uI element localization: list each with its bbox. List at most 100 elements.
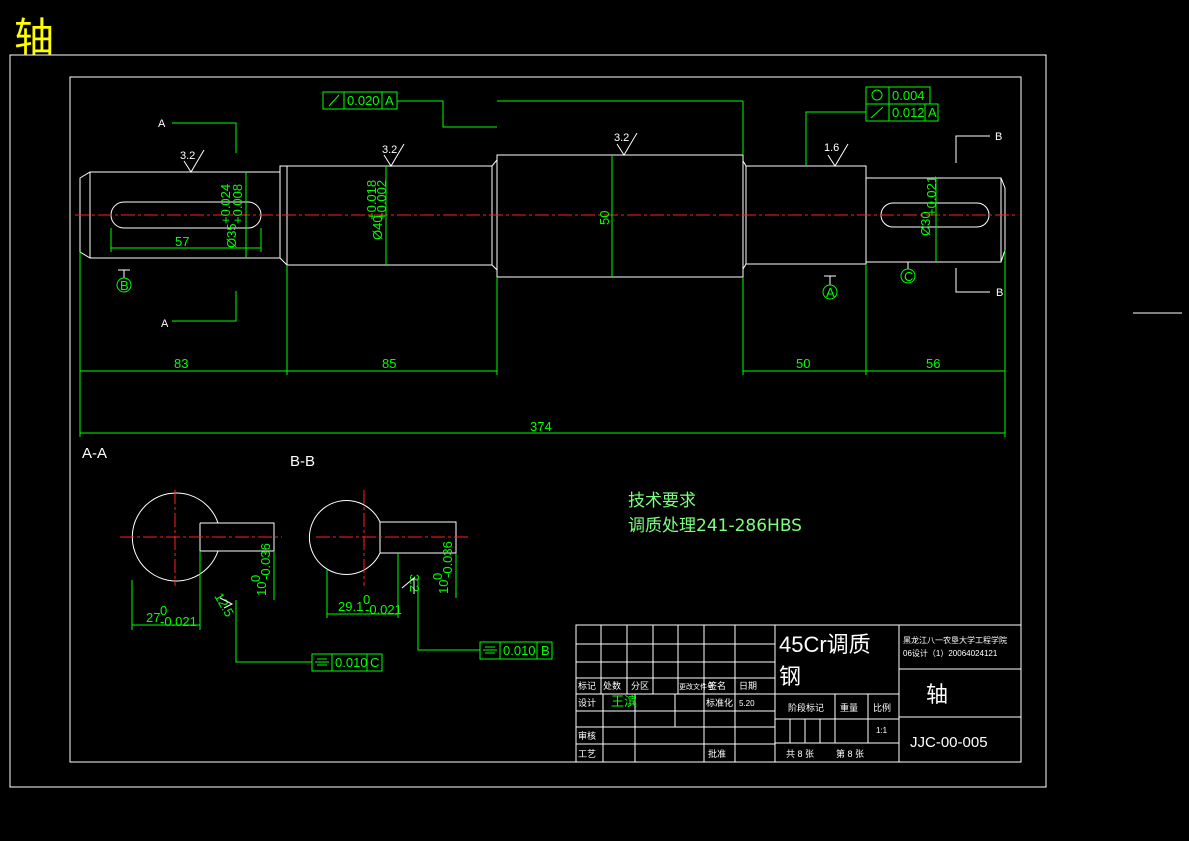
outer-border xyxy=(9,54,1047,788)
svg-text:57: 57 xyxy=(175,234,189,249)
svg-text:更改文件号: 更改文件号 xyxy=(679,682,714,691)
symmetry-frame-aa: 0.010 C xyxy=(311,653,383,672)
svg-text:B: B xyxy=(120,278,129,293)
tolerance-frames-right: 0.004 0.012 A xyxy=(805,86,939,166)
svg-text:1.6: 1.6 xyxy=(824,142,839,154)
svg-text:0: 0 xyxy=(430,573,445,580)
svg-text:阶段标记: 阶段标记 xyxy=(788,702,824,713)
dim-374: 374 xyxy=(530,419,552,434)
svg-text:+0.008: +0.008 xyxy=(230,184,245,224)
svg-text:日期: 日期 xyxy=(739,681,757,691)
dim-83: 83 xyxy=(174,356,188,371)
svg-text:3.2: 3.2 xyxy=(614,132,629,144)
dim-dia-40: Ø40 +0.018 +0.002 xyxy=(364,166,389,265)
section-aa-view: 27 0 -0.021 10 0 -0.036 12.5 xyxy=(120,490,312,663)
section-cut-aa: A A xyxy=(158,118,237,330)
material-label: 45Cr调质 xyxy=(779,632,871,657)
datum-a-symbol: A xyxy=(822,275,838,300)
svg-text:1:1: 1:1 xyxy=(876,726,888,735)
svg-text:-0.021: -0.021 xyxy=(365,602,402,617)
inner-border xyxy=(69,76,1022,763)
length-dimensions: 83 85 50 56 374 xyxy=(79,250,1006,437)
svg-text:分区: 分区 xyxy=(631,681,649,691)
svg-text:-0.036: -0.036 xyxy=(440,541,455,578)
dim-dia-50: 50 xyxy=(597,155,613,277)
svg-text:比例: 比例 xyxy=(873,702,891,713)
material-label-2: 钢 xyxy=(779,664,801,689)
dim-85: 85 xyxy=(382,356,396,371)
svg-text:B: B xyxy=(541,643,550,658)
svg-text:0.010: 0.010 xyxy=(335,655,368,670)
svg-text:29.1: 29.1 xyxy=(338,599,363,614)
svg-text:-0.021: -0.021 xyxy=(160,614,197,629)
svg-text:重量: 重量 xyxy=(840,702,858,713)
svg-text:12.5: 12.5 xyxy=(211,590,237,619)
section-cut-bb: B B xyxy=(955,131,1003,299)
svg-text:10: 10 xyxy=(254,582,269,596)
svg-text:+0.024: +0.024 xyxy=(218,184,233,224)
section-bb-view: 29.1 0 -0.021 10 0 -0.036 3.2 xyxy=(308,490,480,651)
svg-text:处数: 处数 xyxy=(603,680,621,691)
svg-text:0: 0 xyxy=(248,575,263,582)
roughness-symbol-1: 3.2 xyxy=(180,149,205,173)
dim-dia-35: Ø35 +0.024 +0.008 xyxy=(218,172,247,258)
svg-text:设计: 设计 xyxy=(578,697,596,708)
symmetry-frame-bb: 0.010 B xyxy=(479,641,553,660)
svg-text:A: A xyxy=(826,285,835,300)
section-mark-a-bottom: A xyxy=(161,318,169,330)
runout-frame-top: 0.020 A xyxy=(322,91,744,155)
tech-requirements-line1: 调质处理241-286HBS xyxy=(628,516,802,536)
drawing-number: JJC-00-005 xyxy=(910,734,988,751)
svg-text:C: C xyxy=(370,655,379,670)
dim-dia-30: Ø30 +0.021 xyxy=(918,176,939,262)
svg-text:27: 27 xyxy=(146,610,160,625)
svg-text:签名: 签名 xyxy=(708,680,726,691)
svg-text:-0.036: -0.036 xyxy=(258,543,273,580)
svg-text:0.010: 0.010 xyxy=(503,643,536,658)
section-label-aa: A-A xyxy=(82,445,107,462)
svg-text:王滨: 王滨 xyxy=(611,694,637,709)
dim-keyway-57: 57 xyxy=(110,228,262,252)
svg-text:Ø30: Ø30 xyxy=(918,211,933,236)
svg-text:5.20: 5.20 xyxy=(739,699,755,708)
svg-text:50: 50 xyxy=(597,211,612,225)
datum-c-symbol: C xyxy=(900,261,916,284)
svg-text:审核: 审核 xyxy=(578,730,596,741)
svg-text:0: 0 xyxy=(363,592,370,607)
section-mark-b-top: B xyxy=(995,131,1002,143)
svg-text:0.020: 0.020 xyxy=(347,93,380,108)
svg-text:0.004: 0.004 xyxy=(892,88,925,103)
svg-text:0: 0 xyxy=(160,603,167,618)
dim-50: 50 xyxy=(796,356,810,371)
datum-b-symbol: B xyxy=(116,269,132,293)
dim-56: 56 xyxy=(926,356,940,371)
svg-text:A: A xyxy=(385,93,394,108)
roughness-symbol-4: 1.6 xyxy=(824,142,849,167)
svg-text:3.2: 3.2 xyxy=(180,150,195,162)
svg-text:共 8 张: 共 8 张 xyxy=(786,749,814,759)
section-mark-b-bottom: B xyxy=(996,287,1003,299)
drawing-title: 轴 xyxy=(14,15,54,61)
part-name: 轴 xyxy=(926,682,948,707)
svg-text:+0.002: +0.002 xyxy=(374,180,389,220)
svg-text:0.012: 0.012 xyxy=(892,105,925,120)
svg-text:C: C xyxy=(904,269,913,284)
section-mark-a-top: A xyxy=(158,118,166,130)
svg-text:A: A xyxy=(928,105,937,120)
svg-text:第 8 张: 第 8 张 xyxy=(836,748,864,759)
svg-text:标记: 标记 xyxy=(578,680,596,691)
svg-text:Ø35: Ø35 xyxy=(224,223,239,248)
school-label: 黑龙江八一农垦大学工程学院 xyxy=(903,635,1007,645)
title-block: 标记 处数 分区 更改文件号 签名 日期 设计 王滨 标准化 5.20 审核 工… xyxy=(575,624,1022,763)
svg-text:工艺: 工艺 xyxy=(578,749,596,759)
svg-text:+0.021: +0.021 xyxy=(924,176,939,216)
roughness-symbol-3: 3.2 xyxy=(614,132,638,156)
roughness-symbol-2: 3.2 xyxy=(382,143,405,167)
section-label-bb: B-B xyxy=(290,453,315,470)
svg-text:10: 10 xyxy=(436,580,451,594)
svg-text:+0.018: +0.018 xyxy=(364,180,379,220)
svg-text:Ø40: Ø40 xyxy=(370,215,385,240)
svg-text:批准: 批准 xyxy=(708,748,726,759)
svg-text:标准化: 标准化 xyxy=(706,697,733,708)
tech-requirements-heading: 技术要求 xyxy=(628,491,696,511)
